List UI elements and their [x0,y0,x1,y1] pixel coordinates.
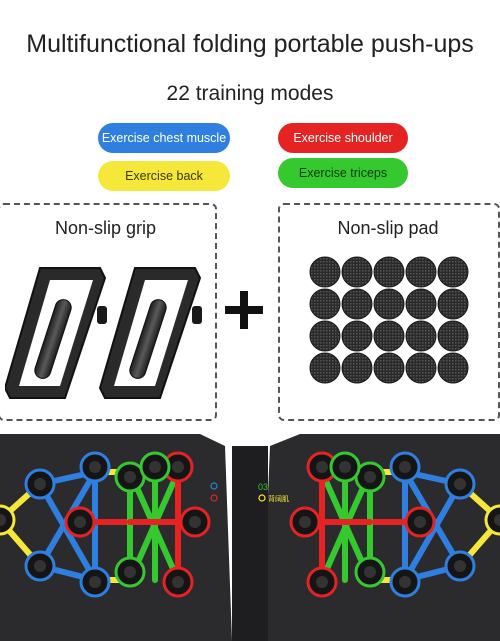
board-hole [484,504,500,536]
board-left-panel [0,451,211,598]
page-title: Multifunctional folding portable push-up… [26,30,474,58]
tag-chest: Exercise chest muscle [98,123,230,153]
legend-label: 背阔肌 [268,494,289,503]
pad-circle [341,288,373,320]
push-up-board-image: 03 背阔肌 [0,434,500,641]
pad-circle [341,320,373,352]
tag-back: Exercise back [98,161,230,191]
pad-circle [309,352,341,384]
training-line [37,481,98,583]
page-subtitle: 22 training modes [166,82,334,105]
pad-circle [309,288,341,320]
grip-box [0,203,217,421]
pad-circle [309,256,341,288]
pad-circle [437,352,469,384]
grip-label: Non-slip grip [54,218,157,238]
plus-icon [225,291,263,329]
handle-left [5,267,107,399]
pad-circle [373,288,405,320]
pad-circle [405,256,437,288]
pad-circle [341,352,373,384]
tag-triceps: Exercise triceps [278,158,408,188]
pad-circle [437,256,469,288]
board-hole [0,504,16,536]
pad-label: Non-slip pad [337,218,439,238]
legend-number: 03 [258,482,268,492]
handle-right [98,267,202,399]
pad-circle [437,288,469,320]
board-right-panel [289,451,500,598]
training-line [402,481,463,583]
push-up-handle-icon [5,267,202,399]
pad-circle [373,352,405,384]
pad-box [278,203,500,421]
pad-circle [309,320,341,352]
pad-circle [341,256,373,288]
non-slip-pad-icon [309,256,469,384]
pad-circle [405,320,437,352]
pad-circle [373,320,405,352]
pad-circle [373,256,405,288]
pad-circle [437,320,469,352]
tag-shoulder: Exercise shoulder [278,123,408,153]
pad-circle [405,352,437,384]
pad-circle [405,288,437,320]
